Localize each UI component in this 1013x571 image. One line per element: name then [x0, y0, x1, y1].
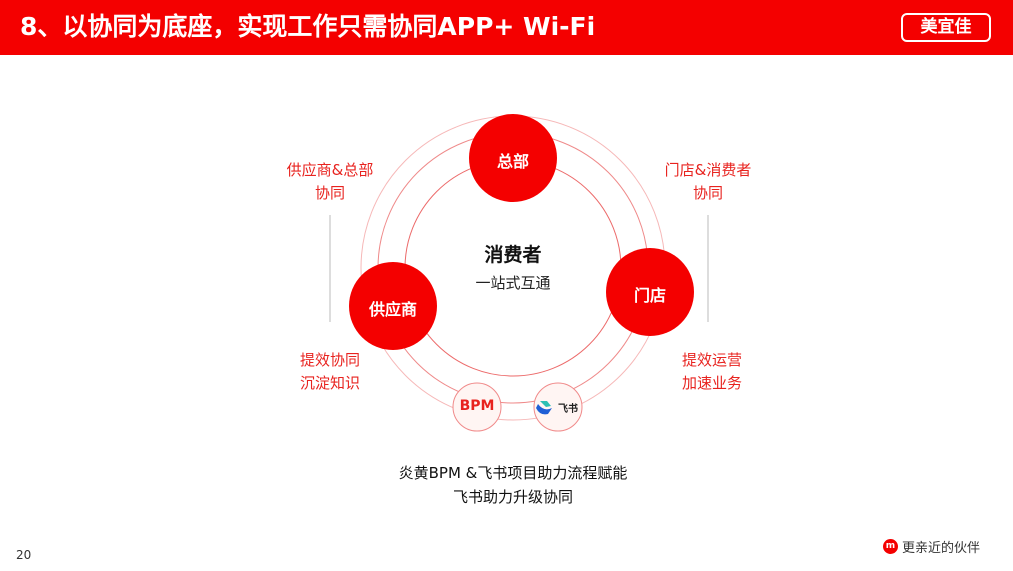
node-supplier-circle: [349, 262, 437, 350]
label-top-right-line-1: 门店&消费者: [664, 161, 752, 179]
caption-line-1: 炎黄BPM &飞书项目助力流程赋能: [398, 464, 628, 482]
node-hq: 总部: [496, 152, 529, 171]
label-bottom-right: 提效运营 加速业务: [652, 349, 772, 395]
page-number: 20: [16, 548, 32, 562]
node-hq-circle: [469, 114, 557, 202]
label-top-right-line-2: 协同: [692, 184, 723, 202]
node-store: 门店: [633, 286, 666, 305]
feishu-circle: [533, 382, 583, 432]
center-title: 消费者: [484, 244, 542, 266]
label-bottom-right-line-2: 加速业务: [681, 374, 742, 392]
label-bottom-right-line-1: 提效运营: [681, 351, 742, 369]
slide-title: 8、以协同为底座，实现工作只需协同APP+ Wi-Fi: [20, 12, 596, 41]
caption-line-2: 飞书助力升级协同: [452, 488, 573, 506]
label-top-right: 门店&消费者 协同: [648, 159, 768, 205]
center-subtitle: 一站式互通: [475, 274, 551, 292]
feishu-logo-icon: [536, 401, 552, 415]
slogan-text: 更亲近的伙伴: [902, 541, 981, 556]
caption: 炎黄BPM &飞书项目助力流程赋能 飞书助力升级协同: [350, 461, 676, 509]
label-top-left-line-1: 供应商&总部: [286, 161, 374, 179]
node-store-circle: [606, 248, 694, 336]
bpm-circle: [452, 382, 502, 432]
label-bottom-left: 提效协同 沉淀知识: [270, 349, 390, 395]
label-top-left: 供应商&总部 协同: [270, 159, 390, 205]
label-bottom-left-line-1: 提效协同: [299, 351, 360, 369]
label-bottom-left-line-2: 沉淀知识: [299, 374, 360, 392]
tool-feishu: 飞书: [558, 404, 578, 415]
brand-mark-icon: m: [883, 539, 898, 554]
footer-slogan: m 更亲近的伙伴: [883, 537, 980, 556]
label-top-left-line-2: 协同: [314, 184, 345, 202]
brand-logo: 美宜佳: [901, 13, 991, 42]
header-bar: 8、以协同为底座，实现工作只需协同APP+ Wi-Fi 美宜佳: [0, 0, 1013, 55]
node-supplier: 供应商: [368, 300, 417, 319]
tool-bpm: BPM: [459, 398, 495, 414]
